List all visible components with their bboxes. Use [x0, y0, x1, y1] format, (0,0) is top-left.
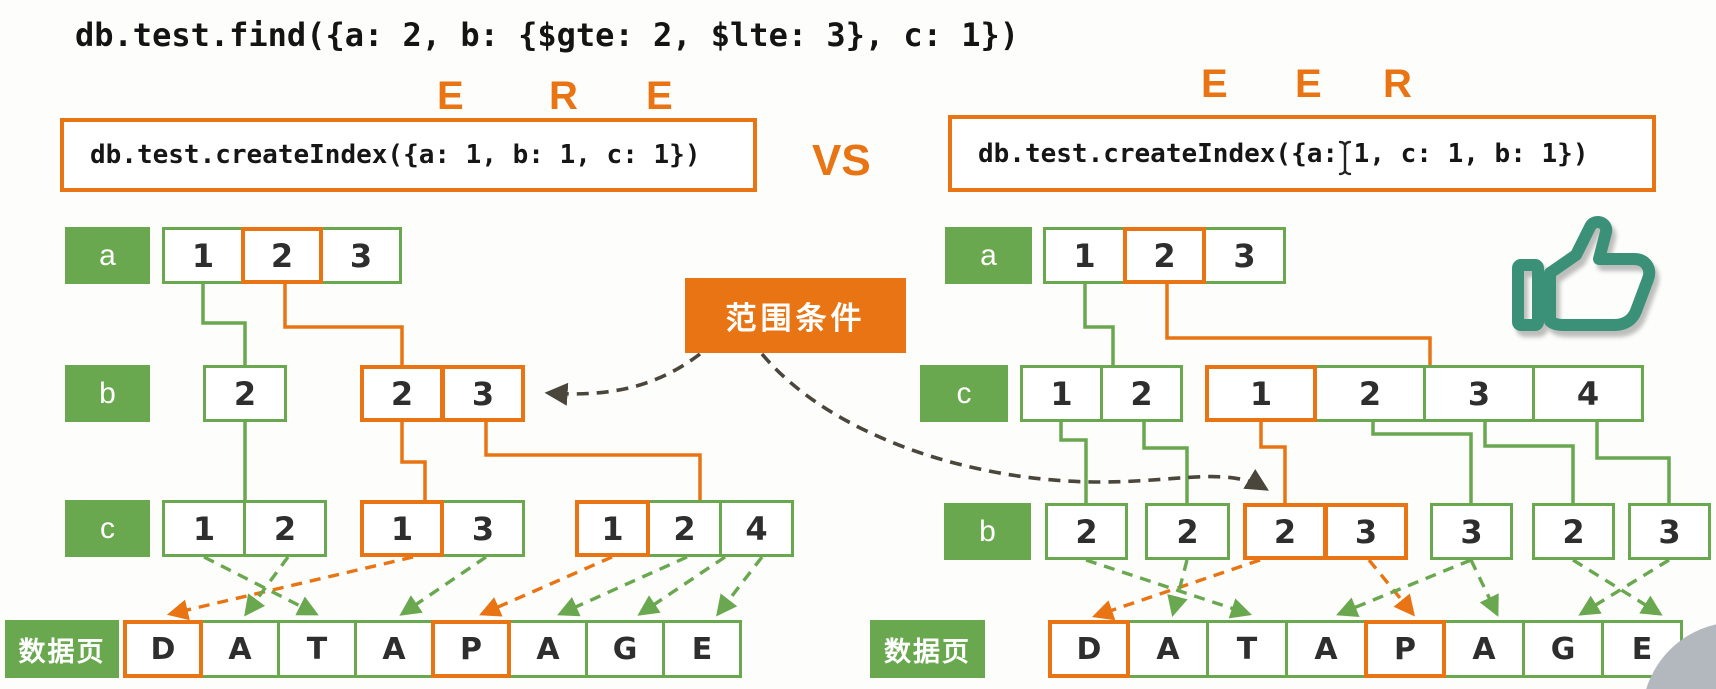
- index-key-cell: 2: [647, 500, 722, 557]
- index-key-cell-highlighted: 2: [360, 365, 444, 422]
- data-page-cell: G: [1522, 620, 1604, 678]
- index-key-cell: 2: [1100, 365, 1183, 422]
- index-key-cell: 3: [1430, 503, 1513, 560]
- right-esr-letter-3: R: [1383, 62, 1412, 106]
- index-key-cell: 1: [162, 500, 246, 557]
- right-level-a-node: 1 2 3: [1043, 227, 1286, 284]
- data-page-cell: E: [1601, 620, 1683, 678]
- right-level-c-node-2: 1 2 3 4: [1205, 365, 1644, 422]
- index-key-cell-highlighted: 1: [360, 500, 444, 557]
- index-key-cell-highlighted: 2: [241, 227, 323, 284]
- index-key-cell-highlighted: 1: [1205, 365, 1317, 422]
- thumbs-up-icon: [1512, 216, 1656, 331]
- right-esr-letter-2: E: [1295, 62, 1322, 106]
- right-level-b-leaf-2: 2: [1145, 503, 1230, 560]
- left-row-label-c: c: [65, 500, 150, 557]
- index-key-cell: 3: [1423, 365, 1535, 422]
- left-level-c-node-1: 1 2: [162, 500, 327, 557]
- index-key-cell: 1: [162, 227, 244, 284]
- data-page-cell: A: [1443, 620, 1525, 678]
- data-page-cell: A: [354, 620, 434, 678]
- index-key-cell-highlighted: 1: [575, 500, 650, 557]
- data-page-cell: A: [1127, 620, 1209, 678]
- left-data-page-label: 数据页: [5, 620, 119, 678]
- data-page-cell: A: [508, 620, 588, 678]
- left-orange-dashed-arrows: [166, 555, 613, 621]
- index-key-cell: 2: [243, 500, 327, 557]
- left-row-label-a: a: [65, 227, 150, 284]
- index-key-cell: 2: [203, 365, 287, 422]
- right-data-page-label: 数据页: [870, 620, 985, 678]
- left-level-b-range-node: 2 3: [360, 365, 525, 422]
- vs-label: VS: [812, 136, 871, 185]
- right-row-label-c: c: [920, 365, 1008, 422]
- right-green-dashed-arrows: [1085, 558, 1670, 619]
- data-page-cell-highlighted: P: [1364, 620, 1446, 678]
- data-page-cell: T: [277, 620, 357, 678]
- left-create-index-code: db.test.createIndex({a: 1, b: 1, c: 1}): [90, 140, 701, 170]
- left-green-dashed-arrows: [203, 555, 764, 617]
- data-page-cell-highlighted: D: [123, 620, 203, 678]
- left-level-c-node-3: 1 2 4: [575, 500, 794, 557]
- range-condition-badge: 范围条件: [685, 278, 906, 353]
- left-create-index-box: db.test.createIndex({a: 1, b: 1, c: 1}): [60, 118, 757, 192]
- index-key-cell-highlighted: 3: [1324, 503, 1408, 560]
- right-level-b-leaf-5: 2: [1532, 503, 1615, 560]
- index-key-cell: 3: [441, 500, 525, 557]
- right-orange-dashed-arrows: [1092, 558, 1415, 621]
- find-query-text: db.test.find({a: 2, b: {$gte: 2, $lte: 3…: [75, 16, 1020, 54]
- index-key-cell: 4: [719, 500, 794, 557]
- left-data-page-row: D A T A P A G E: [123, 620, 742, 678]
- i-beam-cursor-icon: [1338, 140, 1352, 176]
- index-key-cell-highlighted: 3: [441, 365, 525, 422]
- right-create-index-code: db.test.createIndex({a: 1, c: 1, b: 1}): [978, 138, 1589, 169]
- index-key-cell: 3: [1628, 503, 1711, 560]
- right-level-b-leaf-1: 2: [1045, 503, 1128, 560]
- index-key-cell-highlighted: 2: [1243, 503, 1327, 560]
- left-esr-letter-2: R: [549, 74, 578, 118]
- left-orange-connectors: [283, 284, 702, 500]
- right-row-label-b: b: [944, 503, 1031, 560]
- right-green-connectors: [1059, 284, 1671, 503]
- index-key-cell: 1: [1043, 227, 1126, 284]
- right-level-c-node-1: 1 2: [1020, 365, 1183, 422]
- left-row-label-b: b: [65, 365, 150, 422]
- index-key-cell: 3: [320, 227, 402, 284]
- right-create-index-box: db.test.createIndex({a: 1, c: 1, b: 1}): [948, 115, 1656, 192]
- right-level-b-leaf-6: 3: [1628, 503, 1711, 560]
- index-key-cell: 3: [1203, 227, 1286, 284]
- left-esr-letter-1: E: [437, 74, 464, 118]
- left-level-b-node-1: 2: [203, 365, 287, 422]
- index-key-cell-highlighted: 2: [1123, 227, 1206, 284]
- data-page-cell: T: [1206, 620, 1288, 678]
- right-level-b-range-node: 2 3: [1243, 503, 1408, 560]
- data-page-cell: G: [585, 620, 665, 678]
- right-row-label-a: a: [945, 227, 1032, 284]
- data-page-cell-highlighted: P: [431, 620, 511, 678]
- left-esr-letter-3: E: [646, 74, 673, 118]
- right-data-page-row: D A T A P A G E: [1048, 620, 1683, 678]
- data-page-cell-highlighted: D: [1048, 620, 1130, 678]
- left-level-c-node-2: 1 3: [360, 500, 525, 557]
- index-key-cell: 2: [1045, 503, 1128, 560]
- index-key-cell: 2: [1532, 503, 1615, 560]
- data-page-cell: A: [1285, 620, 1367, 678]
- index-key-cell: 2: [1145, 503, 1230, 560]
- left-green-connectors: [201, 284, 247, 500]
- right-orange-connectors: [1165, 284, 1432, 503]
- index-key-cell: 2: [1314, 365, 1426, 422]
- index-key-cell: 1: [1020, 365, 1103, 422]
- data-page-cell: A: [200, 620, 280, 678]
- range-condition-arrows: [544, 352, 1269, 491]
- right-esr-letter-1: E: [1201, 62, 1228, 106]
- index-key-cell: 4: [1532, 365, 1644, 422]
- data-page-cell: E: [662, 620, 742, 678]
- left-level-a-node: 1 2 3: [162, 227, 402, 284]
- right-level-b-leaf-4: 3: [1430, 503, 1513, 560]
